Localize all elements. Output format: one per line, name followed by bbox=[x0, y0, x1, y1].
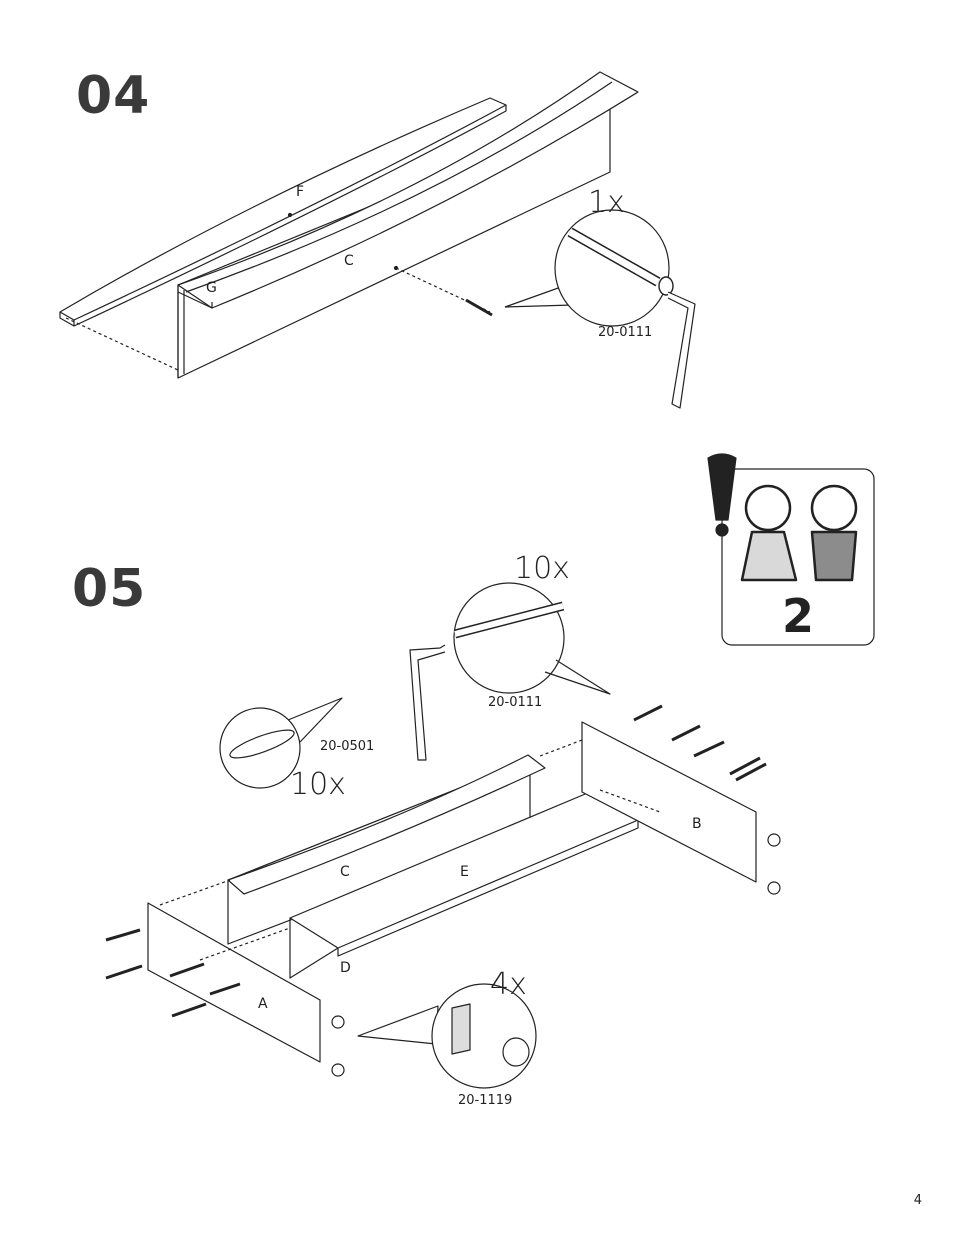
step-04-label-g: G bbox=[206, 280, 217, 296]
step-05-drawing bbox=[105, 453, 875, 1089]
step-05-label-c: C bbox=[340, 864, 350, 880]
step-05-callout-screw-quantity: 10x bbox=[514, 551, 570, 586]
step-05-label-d: D bbox=[340, 960, 351, 976]
step-05-callout-foot-quantity: 4x bbox=[490, 967, 527, 1002]
step-05-callout-screw-part-number: 20-0111 bbox=[488, 695, 542, 710]
step-04-label-f: F bbox=[296, 184, 304, 200]
step-04-number: 04 bbox=[76, 66, 151, 126]
step-05-label-a: A bbox=[258, 996, 268, 1012]
step-04-callout-quantity: 1x bbox=[588, 185, 625, 220]
page-number: 4 bbox=[913, 1193, 922, 1208]
step-05-number: 05 bbox=[72, 559, 147, 619]
step-04-callout-part-number: 20-0111 bbox=[598, 325, 652, 340]
step-05-label-e: E bbox=[460, 864, 469, 880]
two-person-count: 2 bbox=[782, 589, 814, 643]
step-04-drawing bbox=[59, 71, 696, 409]
step-05-callout-cap-quantity: 10x bbox=[290, 767, 346, 802]
step-05-callout-cap-part-number: 20-0501 bbox=[320, 739, 374, 754]
step-05-label-b: B bbox=[692, 816, 702, 832]
step-05-callout-foot-part-number: 20-1119 bbox=[458, 1093, 512, 1108]
step-04-label-c: C bbox=[344, 253, 354, 269]
